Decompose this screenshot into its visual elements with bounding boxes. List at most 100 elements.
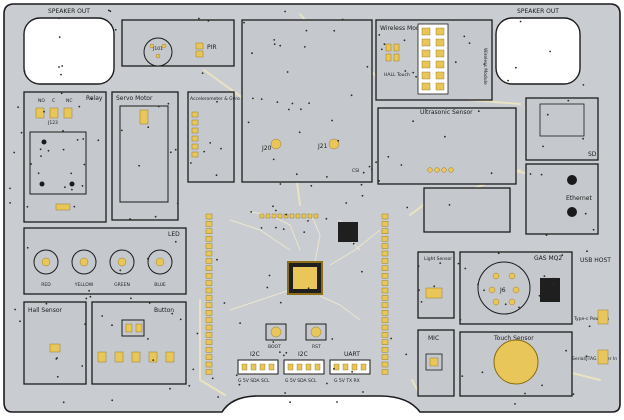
touch-sensor-label: Touch Sensor: [493, 335, 534, 342]
relay-pin-label: NO: [38, 98, 45, 104]
header-pin-left: [205, 354, 213, 360]
hall-sensor-label: Hall Sensor: [28, 307, 63, 314]
via: [415, 75, 417, 78]
i2c-left-pins: G 5V SDA SCL: [238, 378, 270, 384]
via: [114, 28, 117, 31]
header-pin-left: [205, 250, 213, 257]
accel-pin: [191, 151, 199, 158]
via: [360, 183, 363, 186]
via: [518, 306, 520, 309]
via: [497, 252, 500, 255]
via: [368, 165, 371, 168]
header-pin-left: [205, 213, 213, 220]
ultrasonic-pin: [434, 167, 440, 173]
led-green-label: GREEN: [114, 282, 130, 288]
via: [26, 246, 29, 249]
via: [285, 213, 287, 216]
relay-pin-label: C: [52, 98, 55, 104]
accel-pin: [191, 119, 199, 126]
wireless-pin: [435, 60, 445, 69]
relay-terminal: [35, 107, 45, 119]
via: [375, 161, 377, 164]
led-yellow-label: YELLOW: [74, 282, 94, 288]
via: [147, 126, 150, 129]
relay-component: [29, 131, 87, 195]
via: [250, 211, 253, 213]
i2c-left-connector[interactable]: [237, 359, 279, 375]
via: [295, 173, 298, 176]
speaker-out-left-box: [23, 17, 115, 85]
via: [60, 92, 63, 95]
via: [275, 209, 277, 212]
via: [588, 325, 591, 328]
via: [148, 302, 151, 304]
via: [298, 131, 301, 134]
wireless-pin: [421, 38, 431, 47]
touch-pad[interactable]: [493, 339, 539, 385]
via: [529, 173, 532, 175]
header-pin-left: [205, 280, 213, 286]
via: [111, 399, 114, 402]
pir-module-box: [121, 19, 235, 67]
via: [55, 358, 58, 360]
i2c-right-connector[interactable]: [283, 359, 325, 375]
via: [291, 102, 294, 105]
via: [420, 301, 423, 303]
via: [457, 262, 460, 265]
via: [251, 52, 253, 55]
header-pin-right: [381, 228, 389, 235]
mic-label: MIC: [428, 335, 439, 342]
via: [454, 61, 457, 64]
via: [477, 283, 479, 286]
led-blue-label: BLUE: [154, 282, 166, 288]
wireless-pin: [421, 82, 431, 91]
via: [504, 303, 507, 306]
button-module-box: [91, 301, 187, 385]
wireless-pin: [435, 27, 445, 36]
via: [138, 164, 141, 167]
uart-connector[interactable]: [329, 359, 371, 375]
via: [585, 355, 588, 358]
via: [417, 265, 420, 268]
button-pad: [131, 351, 141, 363]
button-pad: [97, 351, 107, 363]
via: [152, 359, 155, 361]
via: [307, 220, 309, 222]
via: [272, 158, 275, 161]
ultrasonic-sensor-box: [377, 107, 517, 185]
via: [405, 353, 408, 356]
via: [62, 130, 64, 132]
via: [331, 338, 334, 340]
via: [524, 392, 526, 395]
speaker-out-left-label: SPEAKER OUT: [48, 8, 90, 15]
via: [81, 185, 84, 187]
via: [400, 164, 403, 166]
header-pin-right: [381, 317, 389, 323]
via: [483, 289, 485, 292]
header-pin-left: [205, 235, 213, 242]
via: [266, 286, 269, 289]
via: [71, 188, 73, 191]
via: [84, 323, 86, 325]
via: [120, 129, 123, 132]
hall-sensor-box: [23, 301, 87, 385]
via: [477, 110, 480, 113]
light-sensor-label: Light Sensor: [424, 256, 452, 262]
via: [282, 354, 285, 357]
servo-motor-label: Servo Motor: [116, 95, 153, 102]
via: [89, 295, 92, 298]
via: [209, 142, 212, 144]
pir-label: PIR: [207, 44, 217, 51]
header-pin-right: [381, 324, 389, 331]
via: [147, 338, 149, 340]
via: [40, 155, 42, 158]
button-pad: [165, 351, 175, 363]
via: [444, 135, 446, 138]
via: [58, 66, 60, 68]
via: [326, 382, 328, 385]
via: [350, 94, 353, 97]
via: [464, 267, 467, 270]
via: [110, 23, 113, 26]
via: [284, 392, 286, 394]
